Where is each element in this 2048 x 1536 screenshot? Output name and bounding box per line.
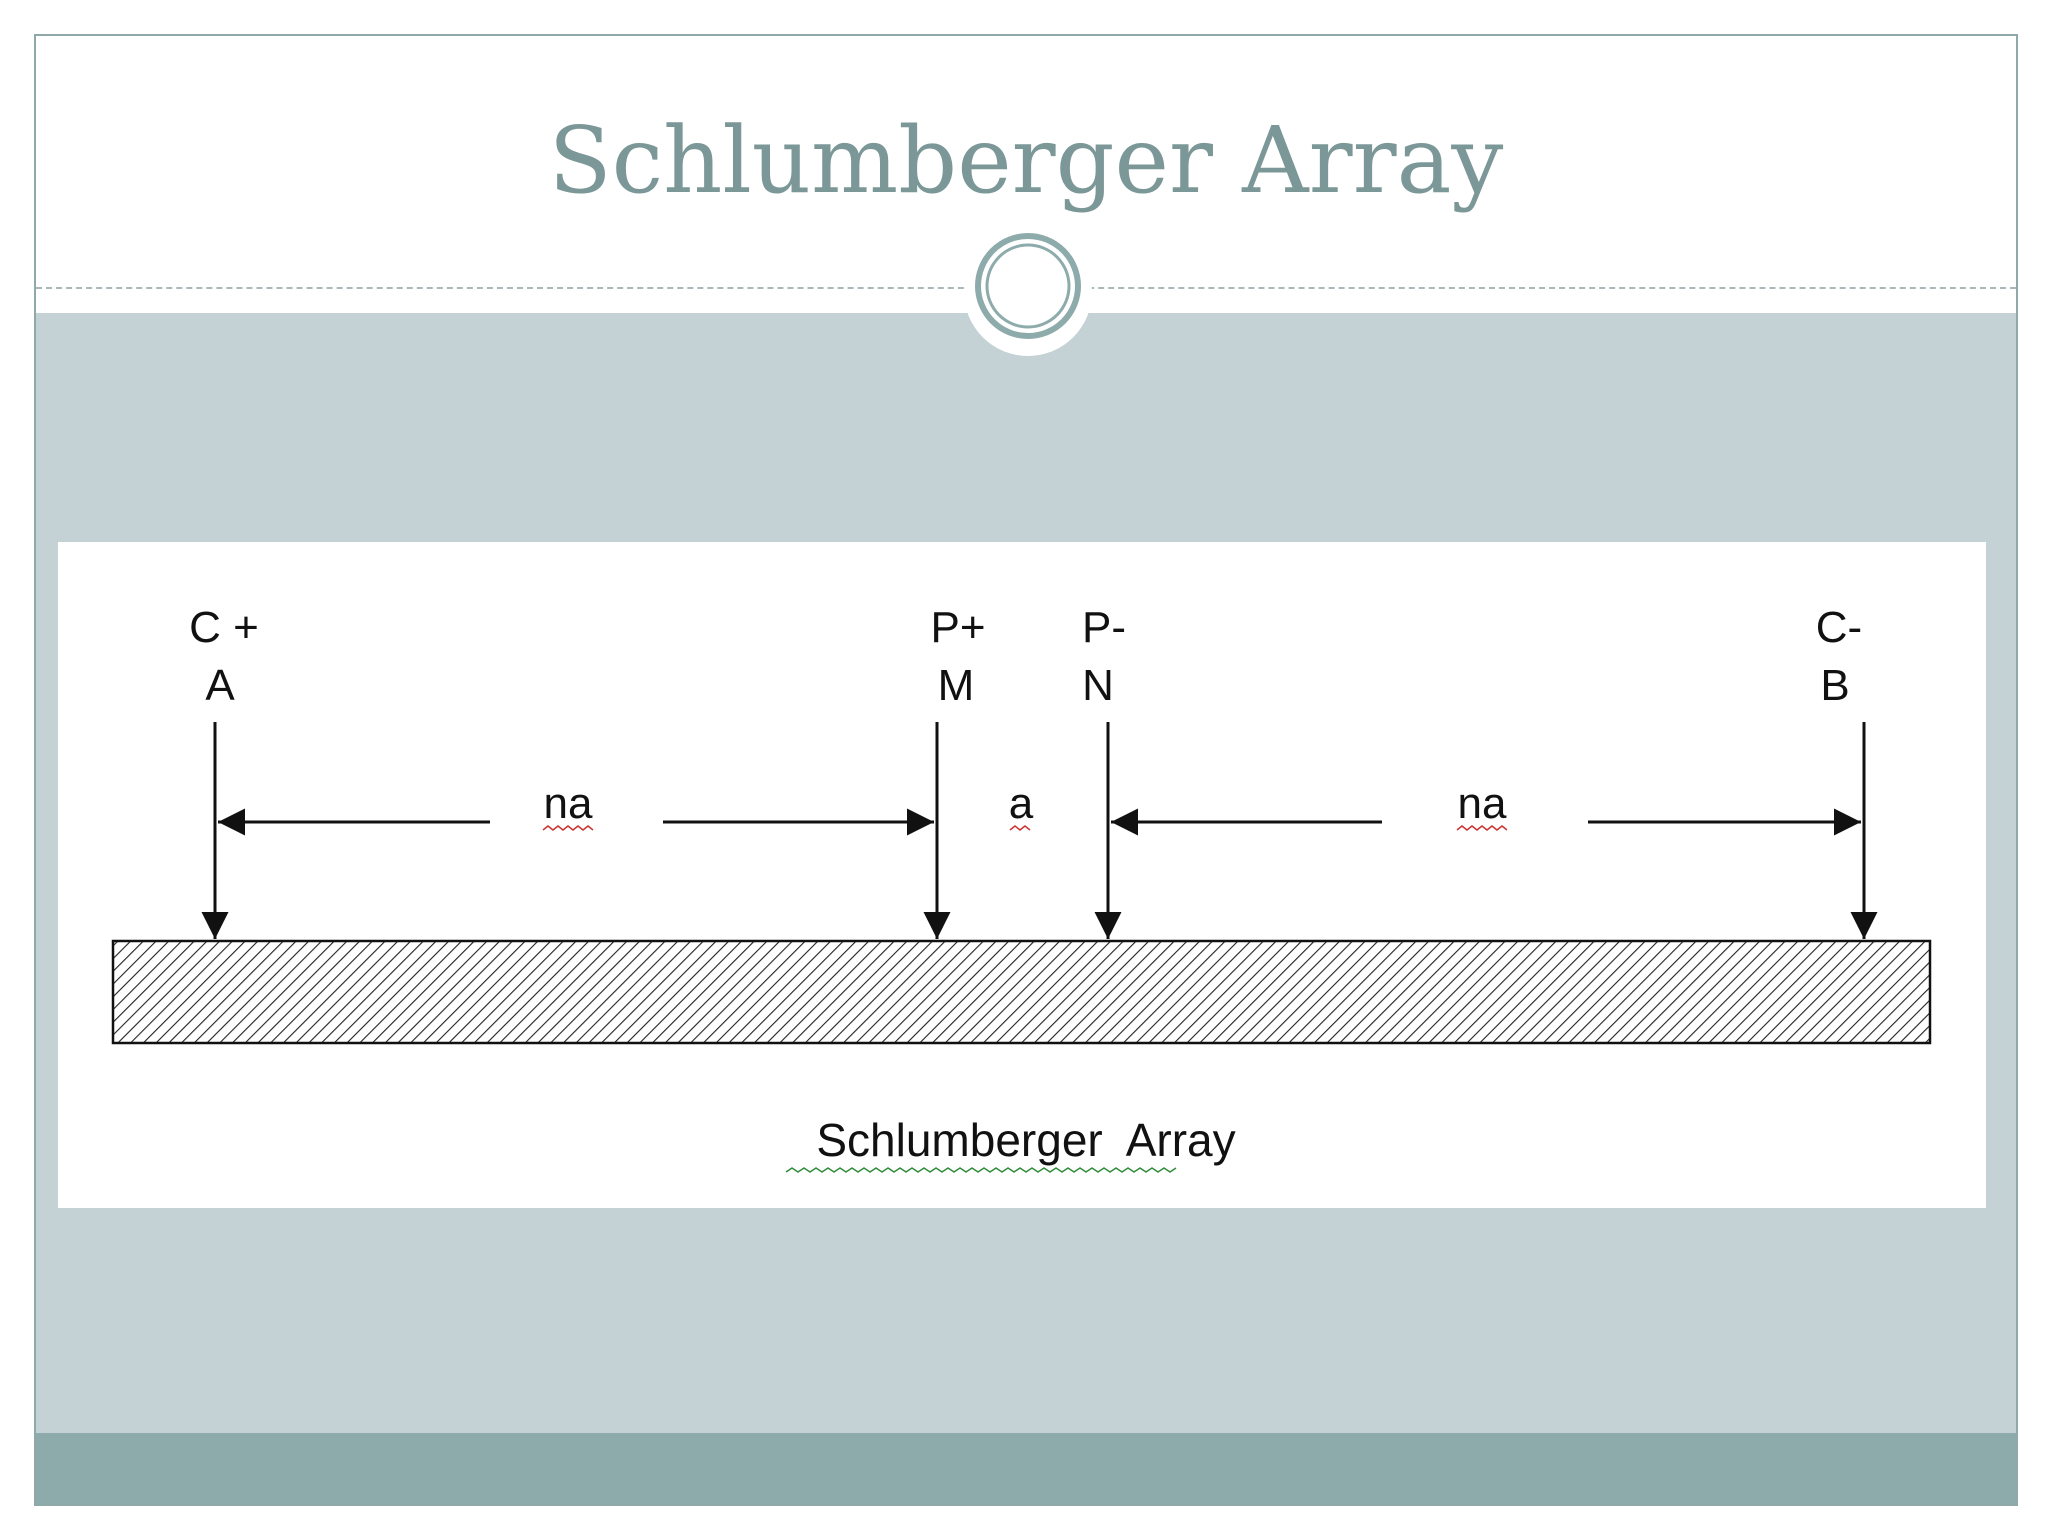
slide-title: Schlumberger Array <box>548 107 1504 214</box>
electrode-a-polarity: C + <box>189 603 259 652</box>
spacing-mn-label: a <box>1009 779 1034 828</box>
circle-ornament-icon <box>975 233 1081 339</box>
spacing-nb-label: na <box>1458 779 1507 828</box>
electrode-a-label: A <box>205 661 235 710</box>
electrode-m-label: M <box>938 661 975 710</box>
slide: Schlumberger Array C + <box>34 34 2018 1506</box>
diagram-svg: C + A P+ M P- N C- B na a na <box>111 603 1932 1173</box>
ground-block <box>111 939 1932 1045</box>
spellcheck-squiggle <box>1009 825 1031 831</box>
spacing-am-label: na <box>544 779 593 828</box>
electrode-m-polarity: P+ <box>930 603 985 652</box>
grammar-squiggle <box>785 1167 1177 1173</box>
schlumberger-diagram: C + A P+ M P- N C- B na a na <box>58 542 1986 1208</box>
footer-band <box>36 1433 2016 1504</box>
electrode-b-polarity: C- <box>1816 603 1862 652</box>
electrode-b-label: B <box>1820 661 1849 710</box>
diagram-caption: Schlumberger Array <box>816 1114 1235 1166</box>
electrode-n-polarity: P- <box>1082 603 1126 652</box>
electrode-n-label: N <box>1082 661 1114 710</box>
spellcheck-squiggle <box>1456 825 1508 831</box>
spellcheck-squiggle <box>542 825 594 831</box>
